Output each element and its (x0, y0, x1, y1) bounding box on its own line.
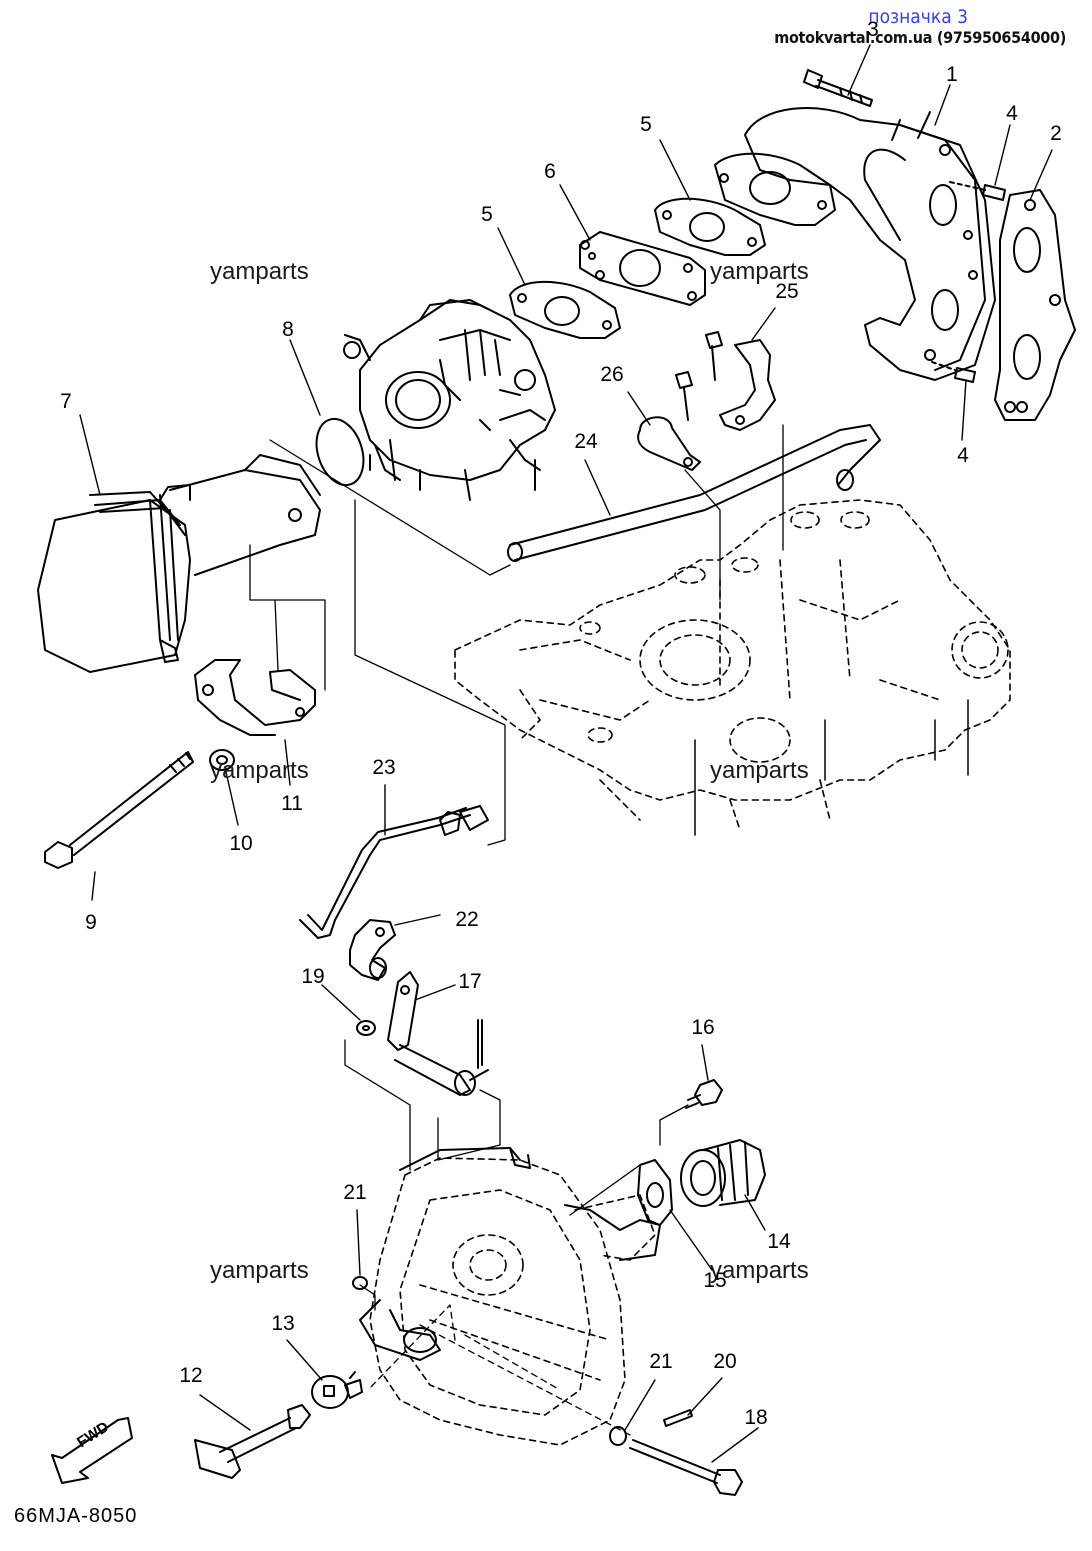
callout-21: 21 (649, 1350, 673, 1373)
watermark: yamparts (210, 757, 309, 784)
callout-26: 26 (600, 363, 624, 386)
rubber-grommet (681, 1140, 765, 1206)
watermark: yamparts (710, 258, 809, 285)
fuel-hose (508, 425, 880, 561)
silencer-long-bolt (630, 1440, 742, 1495)
callout-4: 4 (957, 444, 969, 467)
o-ring (309, 413, 372, 491)
callout-16: 16 (691, 1016, 715, 1039)
callout-5: 5 (640, 113, 652, 136)
small-washers (353, 1277, 626, 1445)
callout-17: 17 (458, 970, 482, 993)
callout-10: 10 (229, 832, 253, 855)
silencer-gasket (638, 1160, 672, 1225)
watermark: yamparts (710, 757, 809, 784)
callout-12: 12 (179, 1364, 203, 1387)
cylinder-block-bolt-lines (695, 700, 968, 835)
washer (357, 1021, 375, 1035)
callout-15: 15 (703, 1269, 727, 1292)
callout-21: 21 (343, 1181, 367, 1204)
manifold-gasket (995, 190, 1075, 420)
callout-18: 18 (744, 1406, 768, 1429)
silencer-case-solid (360, 1148, 660, 1360)
intake-manifold (715, 108, 995, 380)
grommet (210, 750, 234, 770)
dowel-pins (932, 182, 1005, 382)
callout-5: 5 (481, 203, 493, 226)
carburetor (344, 300, 555, 500)
callout-2: 2 (1050, 122, 1062, 145)
hose-clip-small (638, 417, 700, 470)
link-joint (350, 920, 395, 980)
label-badge: позначка 3 (868, 6, 968, 28)
callout-9: 9 (85, 911, 97, 934)
callout-7: 7 (60, 390, 72, 413)
callout-25: 25 (775, 280, 799, 303)
choke-link-rod (300, 806, 488, 938)
leader-lines (80, 45, 1052, 1462)
alignment-lines (250, 425, 783, 1435)
carburetor-gasket-upper (655, 199, 765, 255)
silencer-case (370, 1158, 655, 1445)
callout-23: 23 (372, 756, 396, 779)
callout-13: 13 (271, 1312, 295, 1335)
cylinder-block-reference (455, 500, 1010, 830)
callout-1: 1 (946, 63, 958, 86)
watermark: yamparts (210, 258, 309, 285)
spring-pin (664, 1410, 692, 1426)
callout-3: 3 (867, 18, 879, 41)
diagram-code: 66MJA-8050 (14, 1505, 138, 1527)
small-bolt (686, 1080, 722, 1108)
callout-8: 8 (282, 318, 294, 341)
long-bolt (45, 752, 193, 868)
carburetor-insulator (580, 232, 705, 305)
callout-11: 11 (281, 792, 303, 815)
watermark: yamparts (210, 1257, 309, 1284)
choke-lever (388, 972, 488, 1095)
carburetor-gasket-lower (510, 282, 620, 338)
silencer-bracket (195, 660, 315, 735)
callout-6: 6 (544, 160, 556, 183)
callout-19: 19 (301, 965, 325, 988)
callout-20: 20 (713, 1350, 737, 1373)
hose-clip-large (720, 340, 775, 430)
intake-silencer (38, 455, 320, 672)
callout-14: 14 (767, 1230, 791, 1253)
manifold-bolt (804, 70, 872, 106)
callout-24: 24 (574, 430, 598, 453)
watermark: yamparts (710, 1257, 809, 1284)
choke-knob (195, 1405, 310, 1478)
callout-4: 4 (1006, 102, 1018, 125)
site-contact: motokvartal.com.ua (975950654000) (774, 28, 1066, 47)
knob-plate (312, 1372, 362, 1408)
fwd-arrow-icon (52, 1418, 132, 1483)
callout-22: 22 (455, 908, 479, 931)
clip-screws (676, 332, 722, 420)
